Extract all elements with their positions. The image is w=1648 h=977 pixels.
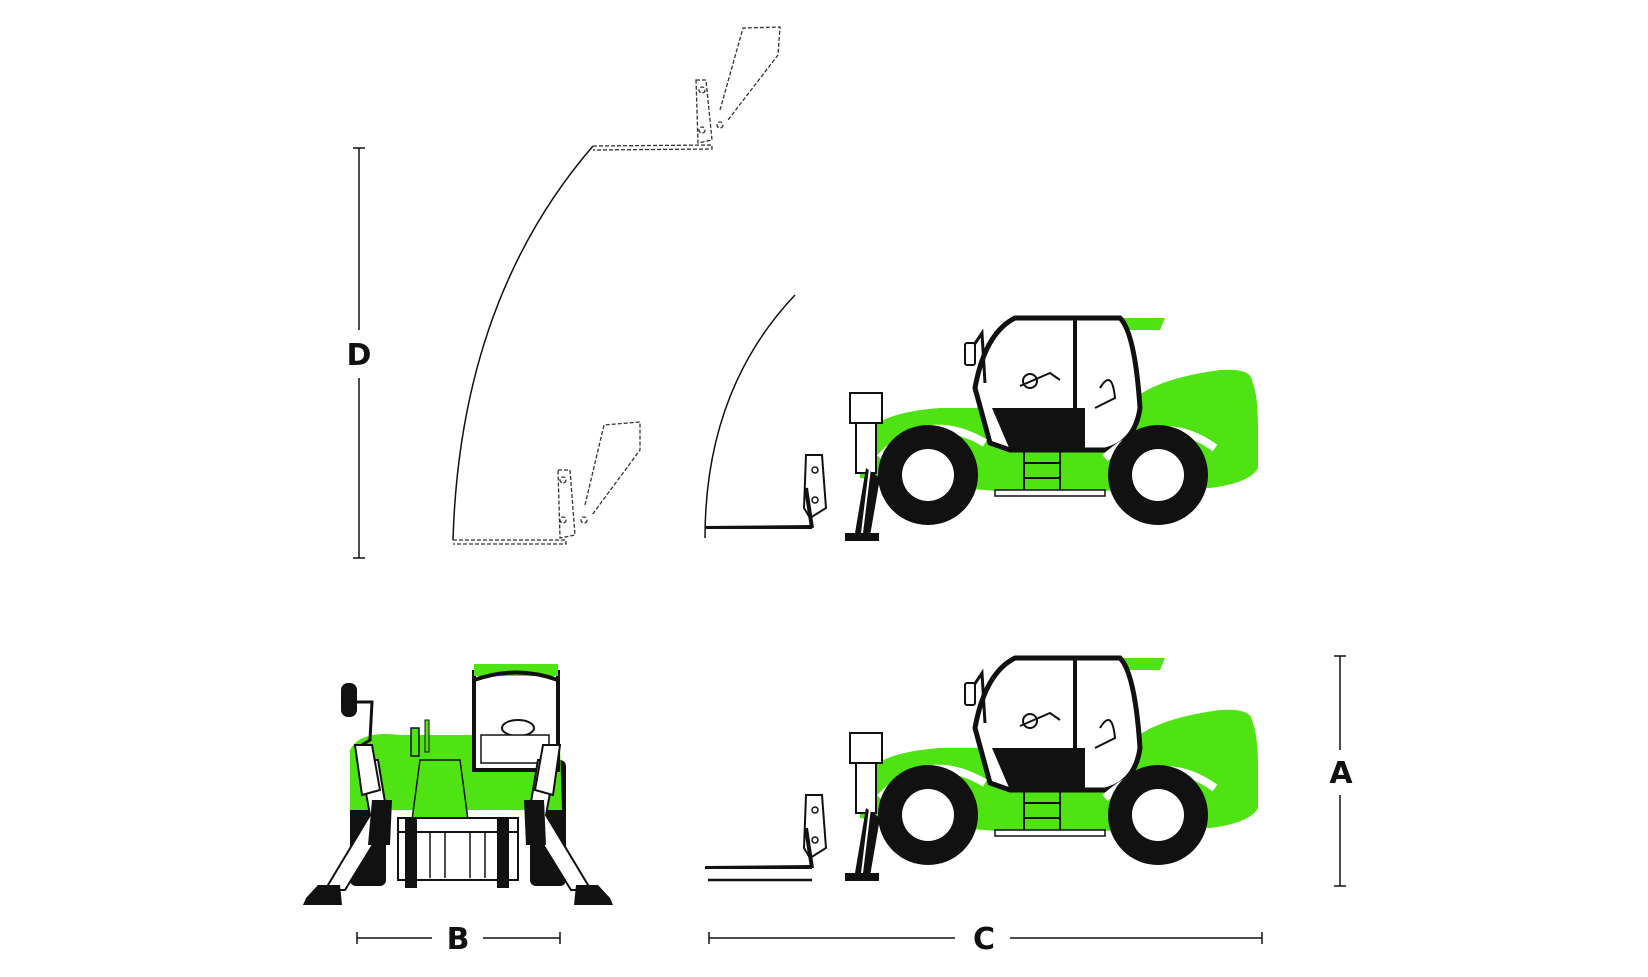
dimension-b: [356, 932, 561, 944]
dashed-forks-mid: [453, 421, 641, 545]
side-view-raised: D: [347, 26, 1258, 559]
front-view: B: [303, 664, 613, 957]
dimension-a-label: A: [1329, 756, 1353, 791]
telehandler-side-icon: [705, 658, 1258, 881]
dimension-d-label: D: [347, 338, 372, 373]
reach-arc-inner: [704, 294, 796, 539]
dimension-b-label: B: [447, 922, 470, 957]
dimension-d: [353, 147, 365, 559]
dimension-a: [1334, 655, 1346, 887]
dimension-c: [708, 932, 1263, 944]
telehandler-side-icon: [705, 318, 1258, 541]
dimension-c-label: C: [973, 922, 995, 957]
reach-arc-outer: [452, 145, 594, 541]
side-view-stowed: A C: [705, 656, 1353, 957]
telehandler-front-icon: [303, 664, 613, 905]
dashed-forks-top: [592, 26, 781, 151]
